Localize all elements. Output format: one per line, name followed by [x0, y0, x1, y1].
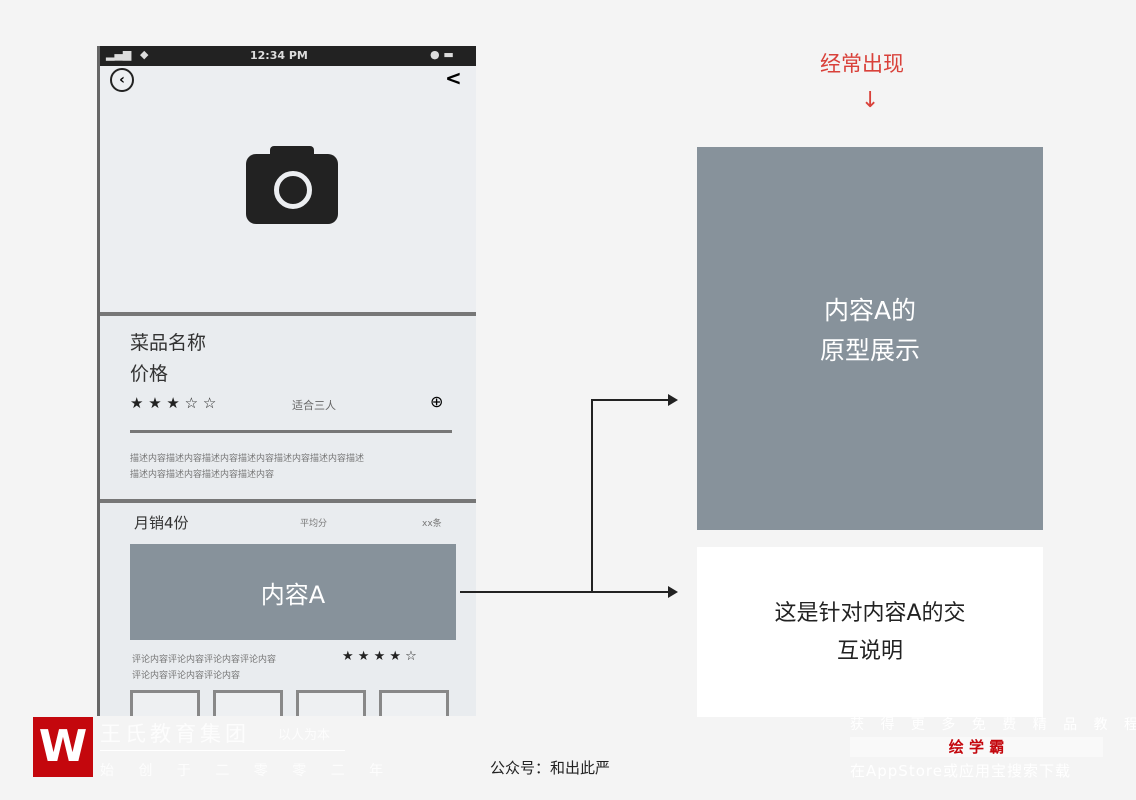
battery-icon: ● ▬ [430, 48, 454, 61]
thumbnail[interactable] [213, 690, 283, 716]
rating-stars: ★ ★ ★ ☆ ☆ [130, 394, 217, 412]
content-a-block[interactable]: 内容A [130, 544, 456, 640]
divider [100, 499, 476, 503]
promo-brand: 绘 学 霸 [850, 737, 1103, 757]
connector-line [591, 591, 671, 593]
prototype-box: 内容A的 原型展示 [697, 147, 1043, 530]
connector-line [591, 399, 671, 401]
logo-title: 王氏教育集团 [100, 722, 250, 746]
explanation-line: 互说明 [836, 639, 903, 664]
content-a-label: 内容A [260, 580, 326, 609]
price: 价格 [130, 363, 169, 385]
connector-line [460, 591, 592, 593]
share-icon[interactable]: < [445, 66, 462, 90]
promo-line: 获 得 更 多 免 费 精 品 教 程 [850, 717, 1136, 733]
prototype-line: 内容A的 [823, 296, 917, 325]
wechat-account: 公众号：和出此严 [490, 759, 611, 777]
explanation-box: 这是针对内容A的交 互说明 [697, 547, 1043, 717]
divider [130, 430, 452, 433]
wifi-icon: ◆ [140, 48, 149, 61]
avg-score: 平均分 [300, 519, 328, 529]
promo-line: 在AppStore或应用宝搜索下载 [850, 762, 1071, 780]
annotation-label: 经常出现 [820, 52, 904, 76]
review-line: 评论内容评论内容评论内容 [132, 671, 241, 681]
signal-icon: ▂▄▆ [106, 48, 132, 61]
review-stars: ★ ★ ★ ★ ☆ [342, 649, 417, 664]
logo-sub: 始 创 于 二 零 零 二 年 [100, 763, 394, 779]
description-line: 描述内容描述内容描述内容描述内容 [130, 470, 275, 480]
hero-image-area: ‹ < [100, 66, 476, 312]
thumbnail[interactable] [130, 690, 200, 716]
status-bar: ▂▄▆ ◆ 12:34 PM ● ▬ [100, 46, 476, 66]
divider [100, 750, 345, 751]
down-arrow-icon: ↓ [861, 88, 880, 113]
review-line: 评论内容评论内容评论内容评论内容 [132, 655, 277, 665]
camera-icon [246, 146, 338, 224]
prototype-line: 原型展示 [819, 336, 920, 365]
arrow-head-icon [668, 394, 678, 406]
arrow-head-icon [668, 586, 678, 598]
dish-name: 菜品名称 [130, 332, 207, 354]
phone-mockup: ▂▄▆ ◆ 12:34 PM ● ▬ ‹ < 菜品名称 价格 ★ ★ ★ ☆ ☆… [97, 46, 476, 716]
status-time: 12:34 PM [250, 49, 308, 62]
thumbnail[interactable] [296, 690, 366, 716]
divider [100, 312, 476, 316]
thumbnail[interactable] [379, 690, 449, 716]
review-count: xx条 [422, 519, 442, 529]
logo-icon: W [33, 717, 93, 777]
explanation-line: 这是针对内容A的交 [774, 601, 966, 626]
add-icon[interactable]: ⊕ [430, 392, 444, 411]
connector-line [591, 399, 593, 593]
description-line: 描述内容描述内容描述内容描述内容描述内容描述内容描述 [130, 454, 365, 464]
serves-label: 适合三人 [292, 399, 336, 412]
back-icon[interactable]: ‹ [110, 68, 134, 92]
logo-slogan: 以人为本 [278, 728, 331, 743]
monthly-sales: 月销4份 [134, 514, 189, 532]
